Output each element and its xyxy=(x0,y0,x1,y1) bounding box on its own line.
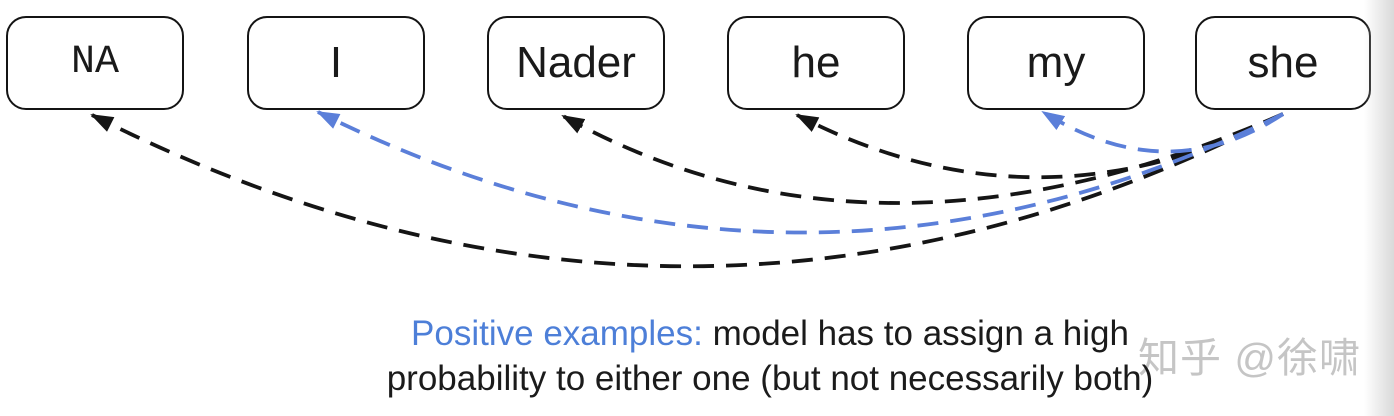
arrow-she-to-nader xyxy=(561,112,1284,205)
caption-highlight: Positive examples: xyxy=(411,314,703,353)
attention-arcs xyxy=(90,110,1285,269)
token-label-nader: Nader xyxy=(516,38,636,87)
arrow-she-to-na xyxy=(90,112,1284,269)
caption: Positive examples: model has to assign a… xyxy=(270,311,1270,401)
token-label-na: NA xyxy=(70,40,119,85)
caption-line-1: Positive examples: model has to assign a… xyxy=(270,311,1270,356)
token-box-he: he xyxy=(727,16,905,110)
arrow-she-to-my xyxy=(1041,110,1285,154)
token-label-he: he xyxy=(791,38,841,87)
caption-line1-rest: model has to assign a high xyxy=(702,314,1129,353)
token-box-my: my xyxy=(967,16,1145,110)
watermark: 知乎 @徐啸 xyxy=(1138,335,1362,381)
token-box-i: I xyxy=(247,16,425,110)
token-label-my: my xyxy=(1026,38,1086,87)
token-label-i: I xyxy=(329,38,343,87)
token-box-nader: Nader xyxy=(487,16,665,110)
arrow-she-to-i xyxy=(316,110,1284,235)
token-box-na: NA xyxy=(6,16,184,110)
token-box-she: she xyxy=(1195,16,1371,110)
caption-line-2: probability to either one (but not neces… xyxy=(386,359,1154,398)
token-label-she: she xyxy=(1247,38,1319,87)
